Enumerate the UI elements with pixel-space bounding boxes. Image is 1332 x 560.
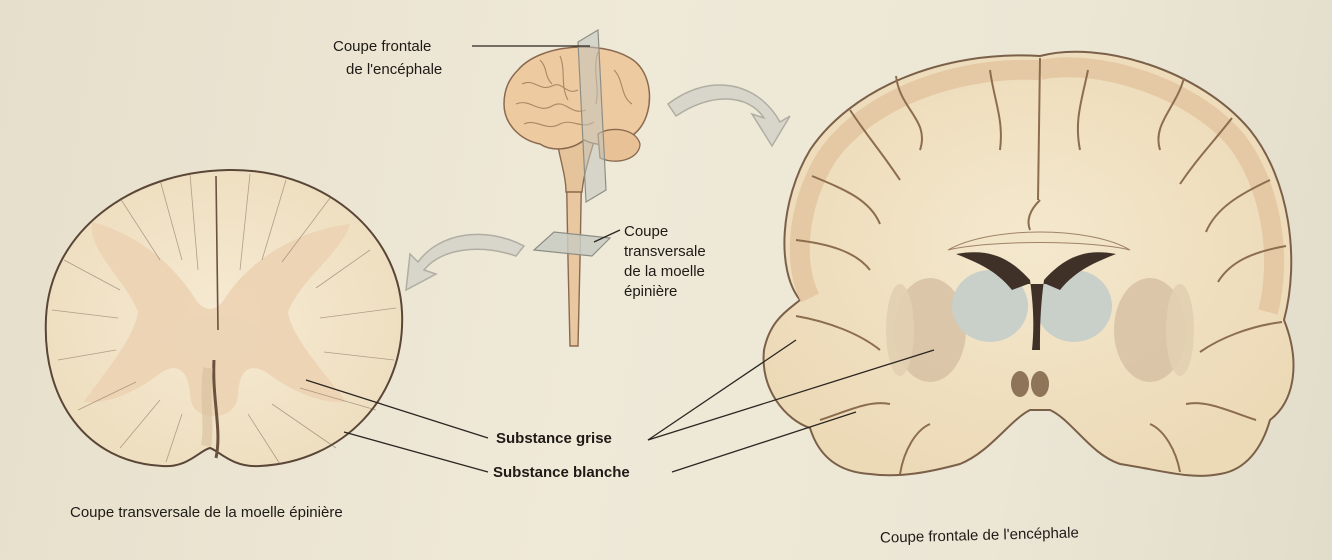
label-transverse-cut-line4: épinière [624,282,677,301]
caption-spinal-section: Coupe transversale de la moelle épinière [70,503,343,522]
label-white-matter: Substance blanche [493,463,630,482]
label-transverse-cut-line2: transversale [624,242,706,261]
label-transverse-cut-line3: de la moelle [624,262,705,281]
brain-frontal-section [764,52,1294,476]
label-grey-matter: Substance grise [496,429,612,448]
spinal-cord-section [46,170,402,466]
label-transverse-cut-line1: Coupe [624,222,668,241]
pointer-white-spinal [344,432,488,472]
arrow-to-brain-section [668,85,790,146]
label-frontal-cut-line2: de l'encéphale [346,60,442,79]
label-frontal-cut-line1: Coupe frontale [333,37,431,56]
transverse-cut-plane [534,232,610,256]
arrow-to-spinal-section [406,234,524,290]
